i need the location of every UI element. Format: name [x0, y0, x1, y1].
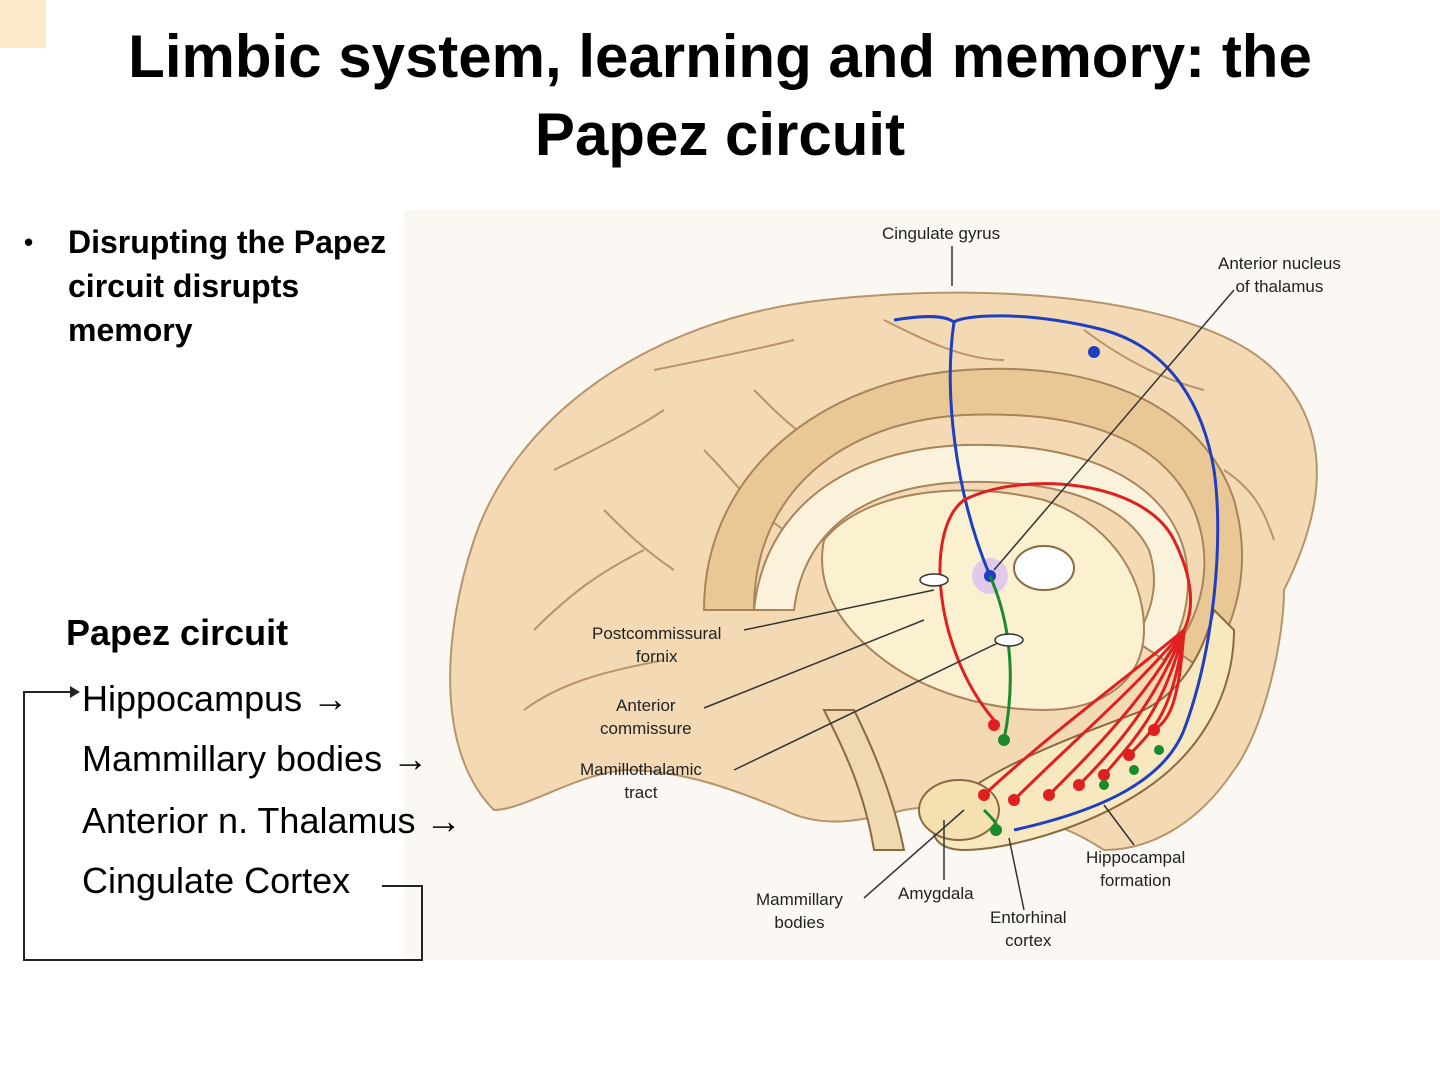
cingulum-pathway-blue: [893, 314, 1220, 832]
papez-circuit-heading: Papez circuit: [66, 612, 289, 653]
loop-arrowhead-icon: [70, 686, 80, 698]
circuit-step-cingulate: Cingulate Cortex: [82, 860, 351, 901]
slide-title-line-2: Papez circuit: [534, 101, 906, 168]
arrow-right-icon: →: [425, 800, 462, 841]
gyri-sulci-lines: [523, 319, 1275, 711]
circuit-step-thalamus: Anterior n. Thalamus→: [82, 800, 462, 841]
label-cingulate-gyrus: Cingulate gyrus: [882, 224, 1001, 243]
fornix-pathway-red: [938, 482, 1193, 802]
brain-sagittal-diagram: [404, 210, 1440, 960]
slide-corner-accent: [0, 0, 46, 48]
red-nodes: [978, 719, 1160, 806]
fornix-section: [919, 573, 949, 587]
bullet-text: Disrupting the Papez circuit disrupts me…: [68, 224, 387, 348]
label-leader-lines: [703, 246, 1235, 911]
blue-node: [1088, 346, 1100, 358]
brainstem: [822, 709, 906, 851]
commissure-section: [994, 633, 1024, 647]
arrow-right-icon: →: [392, 738, 429, 779]
circuit-step-hippocampus: Hippocampus→: [82, 678, 349, 719]
bullet-marker: •: [24, 227, 34, 257]
label-amygdala: Amygdala: [898, 884, 974, 903]
interthalamic-adhesion: [1013, 545, 1075, 591]
green-nodes: [990, 734, 1164, 836]
arrow-right-icon: →: [312, 678, 349, 719]
slide-title-line-1: Limbic system, learning and memory: the: [128, 23, 1312, 90]
amygdala: [918, 779, 1000, 841]
circuit-loop-arrow: [23, 686, 423, 961]
circuit-step-mammillary: Mammillary bodies→: [82, 738, 429, 779]
